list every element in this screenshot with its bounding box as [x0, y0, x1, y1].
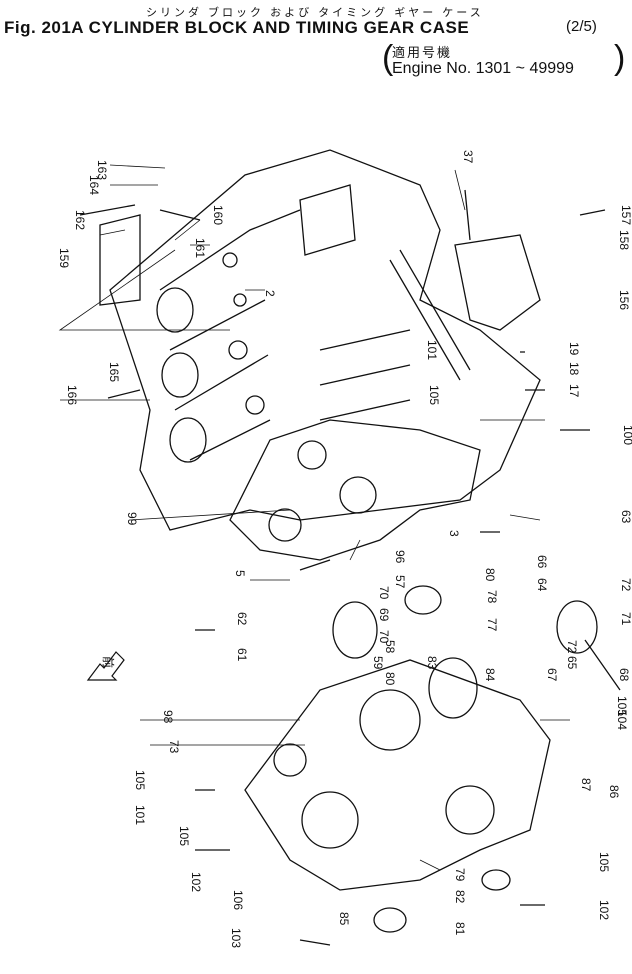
sheet-fraction: (2/5)	[566, 18, 597, 35]
callout-106: 106	[231, 890, 245, 910]
callout-63: 63	[619, 510, 632, 524]
callout-78: 78	[485, 590, 499, 604]
callout-99: 99	[125, 512, 139, 526]
part-callouts: 163 164 162 159 160 161 2 37 157 158 156…	[57, 150, 632, 948]
callout-156: 156	[617, 290, 631, 310]
callout-164: 164	[87, 175, 101, 195]
callout-71: 71	[619, 612, 632, 626]
callout-98: 98	[161, 710, 175, 724]
gear-69	[332, 601, 378, 659]
callout-68: 68	[617, 668, 631, 682]
callout-104: 104	[615, 710, 629, 730]
callout-157: 157	[619, 205, 632, 225]
block-boss	[299, 184, 356, 256]
callout-17: 17	[567, 384, 581, 398]
callout-160: 160	[211, 205, 225, 225]
callout-3: 3	[447, 530, 461, 537]
front-direction-arrow: 前	[86, 651, 125, 681]
callout-79: 79	[453, 868, 467, 882]
callout-102-left: 102	[189, 872, 203, 892]
gear-84	[428, 657, 478, 719]
callout-161: 161	[193, 238, 207, 258]
callout-159: 159	[57, 248, 71, 268]
bearing-79	[481, 869, 511, 891]
callout-163: 163	[95, 160, 109, 180]
bore-3	[169, 417, 207, 463]
callout-158: 158	[617, 230, 631, 250]
gear-71	[556, 600, 598, 654]
bracket-left: (	[382, 39, 394, 77]
callout-18: 18	[567, 362, 581, 376]
bracket-right: )	[614, 39, 626, 77]
callout-105-left-b: 105	[177, 826, 191, 846]
callout-102-right: 102	[597, 900, 611, 920]
figure-header: シリンダ ブロック および タイミング ギヤー ケース Fig. 201A CY…	[0, 0, 632, 90]
callout-70-lower: 70	[377, 630, 391, 644]
callout-105-right-b: 105	[597, 852, 611, 872]
callout-100: 100	[621, 425, 632, 445]
callout-105-right-a: 105	[615, 696, 629, 716]
front-label: 前	[101, 656, 116, 668]
callout-37: 37	[461, 150, 475, 164]
callout-67: 67	[545, 668, 559, 682]
bearing-78	[404, 585, 442, 615]
callout-65: 65	[565, 656, 579, 670]
figure-title: Fig. 201A CYLINDER BLOCK AND TIMING GEAR…	[4, 18, 470, 37]
callout-19: 19	[567, 342, 581, 356]
callout-103: 103	[229, 928, 243, 948]
cylinder-block	[109, 149, 541, 531]
gear-case-plate	[229, 419, 481, 561]
bracket-159	[99, 214, 141, 306]
callout-85: 85	[337, 912, 351, 926]
callout-101-left: 101	[133, 805, 147, 825]
callout-83: 83	[425, 656, 439, 670]
callout-81: 81	[453, 922, 467, 936]
callout-66: 66	[535, 555, 549, 569]
callout-84: 84	[483, 668, 497, 682]
applicable-models-label: 適用号機	[392, 45, 453, 60]
kana-title: シリンダ ブロック および タイミング ギヤー ケース	[146, 7, 484, 19]
callout-70-upper: 70	[377, 586, 391, 600]
callout-72-lower: 72	[565, 640, 579, 654]
callout-58-upper: 58	[383, 640, 397, 654]
callout-166: 166	[65, 385, 79, 405]
callout-105-left-a: 105	[133, 770, 147, 790]
callout-72-upper: 72	[619, 578, 632, 592]
callout-165: 165	[107, 362, 121, 382]
callout-96: 96	[393, 550, 407, 564]
callout-73: 73	[167, 740, 181, 754]
callout-80-upper: 80	[483, 568, 497, 582]
callout-69: 69	[377, 608, 391, 622]
callout-62: 62	[235, 612, 249, 626]
bracket-156	[454, 234, 541, 331]
callout-86: 86	[607, 785, 621, 799]
callout-105-upper: 105	[427, 385, 441, 405]
engine-number-range: Engine No. 1301 ~ 49999	[392, 60, 574, 77]
callout-57: 57	[393, 575, 407, 589]
callout-82: 82	[453, 890, 467, 904]
callout-59: 59	[371, 656, 385, 670]
callout-64: 64	[535, 578, 549, 592]
callout-162: 162	[73, 210, 87, 230]
bore-2	[161, 352, 199, 398]
callout-77: 77	[485, 618, 499, 632]
callout-101: 101	[425, 340, 439, 360]
callout-61: 61	[235, 648, 249, 662]
callout-87: 87	[579, 778, 593, 792]
callout-5: 5	[233, 570, 247, 577]
seal-85	[373, 907, 407, 933]
line-art	[58, 149, 621, 946]
callout-2: 2	[263, 290, 277, 297]
timing-gear-case	[244, 659, 551, 891]
callout-80-lower: 80	[383, 672, 397, 686]
bore-1	[156, 287, 194, 333]
